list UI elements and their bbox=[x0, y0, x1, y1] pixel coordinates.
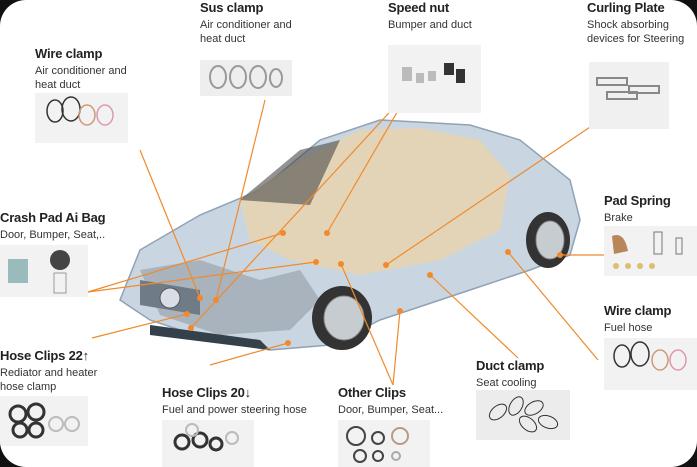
leader-dots bbox=[184, 230, 563, 346]
duct-clamp-photo bbox=[476, 390, 570, 440]
pad-spring-photo bbox=[604, 226, 697, 276]
part-title: Curling Plate bbox=[587, 0, 665, 15]
part-label-other-clips: Other Clips Door, Bumper, Seat... bbox=[338, 385, 443, 417]
speed-nut-photo bbox=[388, 45, 481, 113]
part-label-crash-pad: Crash Pad Ai Bag Door, Bumper, Seat,.. bbox=[0, 210, 106, 242]
part-subtitle: Seat cooling bbox=[476, 377, 537, 389]
part-title: Pad Spring bbox=[604, 193, 671, 208]
part-title: Hose Clips 20↓ bbox=[162, 385, 251, 400]
part-label-pad-spring: Pad Spring Brake bbox=[604, 193, 671, 225]
part-subtitle: Brake bbox=[604, 212, 633, 224]
part-title: Crash Pad Ai Bag bbox=[0, 210, 106, 225]
part-subtitle: Door, Bumper, Seat... bbox=[338, 404, 444, 416]
part-title: Duct clamp bbox=[476, 358, 545, 373]
part-label-duct-clamp: Duct clamp Seat cooling bbox=[476, 358, 544, 390]
part-title: Hose Clips 22↑ bbox=[0, 348, 89, 363]
wire-clamp-fuel-photo bbox=[604, 338, 697, 390]
part-label-speed-nut: Speed nut Bumper and duct bbox=[388, 0, 472, 32]
part-title: Wire clamp bbox=[35, 46, 103, 61]
part-subtitle: Door, Bumper, Seat,.. bbox=[0, 229, 106, 241]
part-subtitle: Bumper and duct bbox=[388, 19, 472, 31]
leader-lines bbox=[87, 89, 631, 386]
part-subtitle: Fuel hose bbox=[604, 322, 653, 334]
part-subtitle: Fuel and power steering hose bbox=[162, 404, 307, 416]
crash-pad-photo bbox=[0, 245, 88, 297]
hose-clips-22-photo bbox=[0, 396, 88, 446]
part-label-wire-clamp-fuel: Wire clamp Fuel hose bbox=[604, 303, 671, 335]
wire-clamp-ac-photo bbox=[35, 93, 128, 143]
sus-clamp-photo bbox=[200, 60, 292, 96]
hose-clips-20-photo bbox=[162, 420, 254, 467]
part-title: Speed nut bbox=[388, 0, 450, 15]
part-title: Wire clamp bbox=[604, 303, 672, 318]
part-title: Sus clamp bbox=[200, 0, 264, 15]
curling-plate-photo bbox=[589, 62, 669, 129]
part-title: Other Clips bbox=[338, 385, 406, 400]
other-clips-photo bbox=[338, 420, 430, 467]
part-label-hose-clips-20: Hose Clips 20↓ Fuel and power steering h… bbox=[162, 385, 307, 417]
